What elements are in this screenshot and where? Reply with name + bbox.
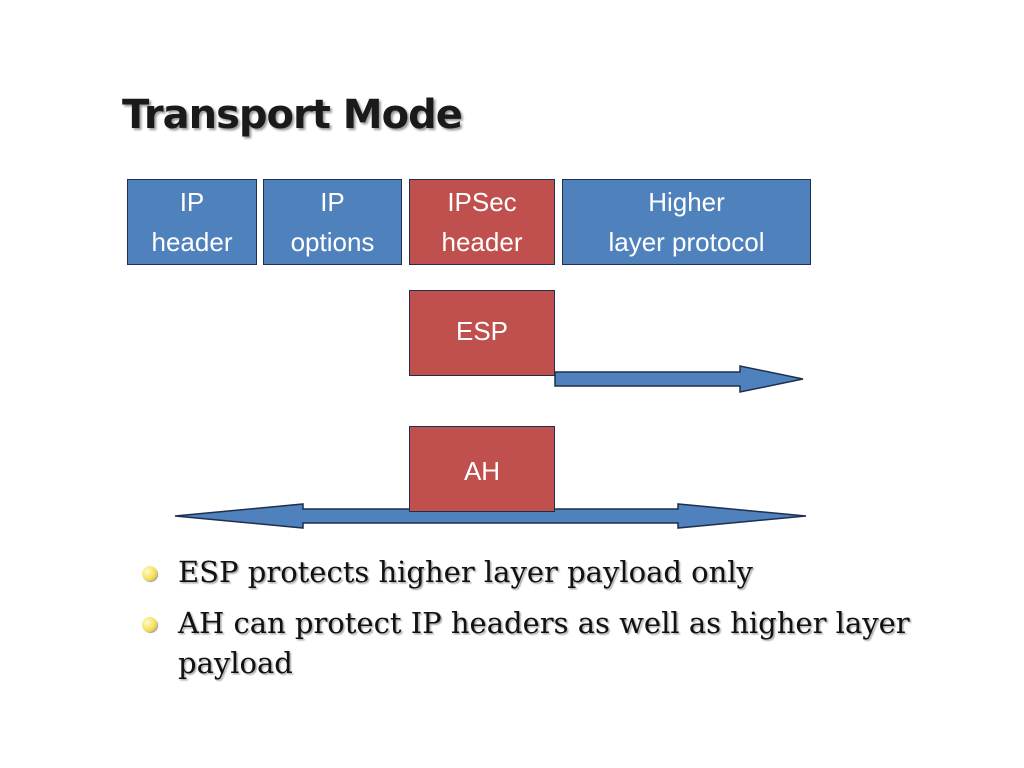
bullet-dot-icon [142, 566, 157, 581]
ip-header-label-line2: header [151, 227, 233, 257]
ip-options-box: IP options [263, 179, 402, 265]
esp-label: ESP [455, 316, 509, 346]
ah-coverage-arrow [174, 503, 807, 529]
ipsec-header-label-line2: header [441, 227, 523, 257]
ah-label: AH [463, 456, 501, 486]
ah-box: AH [409, 426, 555, 512]
ip-header-label-line1: IP [179, 187, 205, 217]
higher-layer-protocol-box: Higher layer protocol [562, 179, 811, 265]
ip-options-label-line1: IP [320, 187, 345, 217]
ipsec-header-label-line1: IPSec [447, 187, 517, 217]
bullet-item: AH can protect IP headers as well as hig… [142, 603, 942, 683]
ipsec-header-box: IPSec header [409, 179, 555, 265]
bullet-item: ESP protects higher layer payload only [142, 552, 942, 592]
ip-header-box: IP header [127, 179, 257, 265]
bullet-list: ESP protects higher layer payload only A… [142, 552, 942, 694]
slide-title: Transport Mode [122, 92, 463, 138]
bullet-text: ESP protects higher layer payload only [178, 555, 753, 589]
bullet-text: AH can protect IP headers as well as hig… [178, 606, 910, 680]
ip-options-label-line2: options [290, 227, 375, 257]
higher-layer-label-line2: layer protocol [608, 227, 765, 257]
esp-coverage-arrow [554, 365, 804, 393]
esp-box: ESP [409, 290, 555, 376]
bullet-dot-icon [142, 617, 157, 632]
higher-layer-label-line1: Higher [648, 187, 725, 217]
